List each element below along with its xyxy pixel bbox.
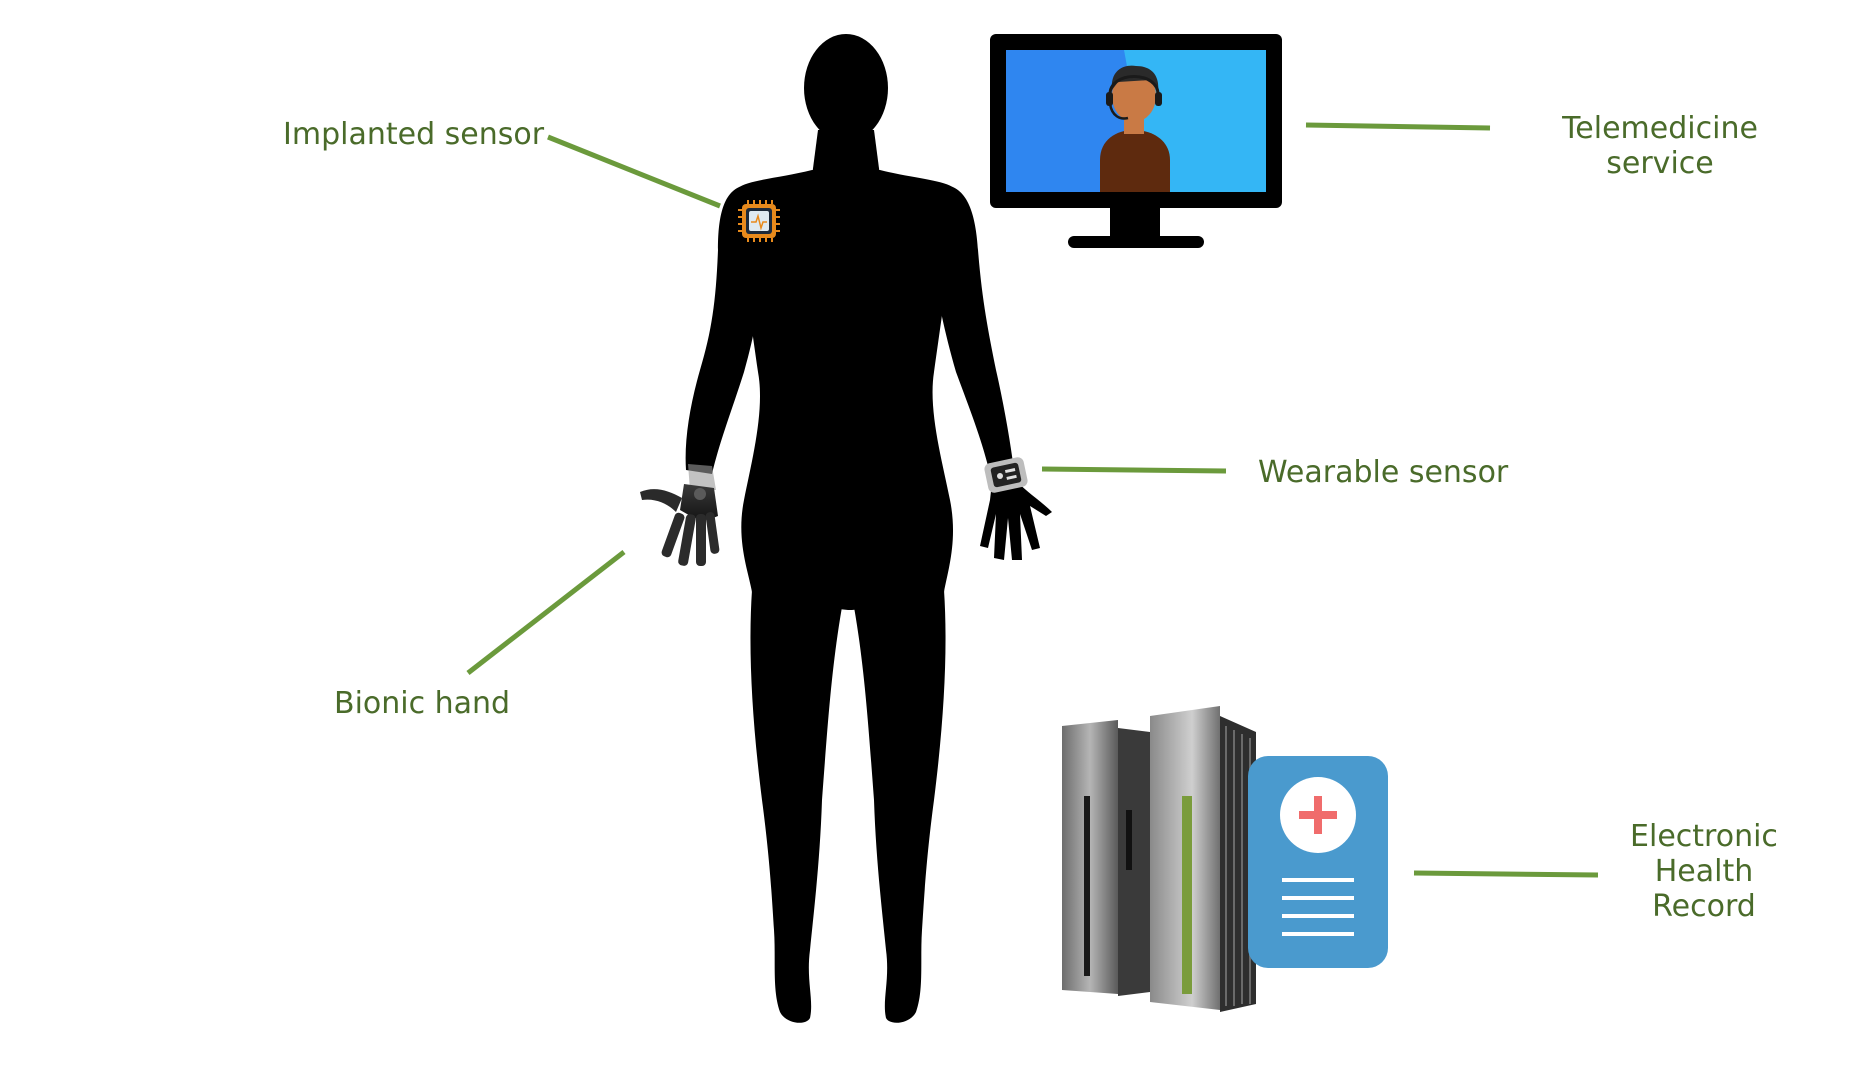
server-rack-icon: [1062, 706, 1256, 1012]
medical-record-icon: [1248, 756, 1388, 968]
smartwatch-icon: [984, 457, 1028, 493]
microchip-icon: [738, 200, 780, 242]
implanted-sensor-label: Implanted sensor: [283, 117, 545, 152]
robotic-hand-icon: [640, 464, 720, 566]
telemedicine-service-label: Telemedicine service: [1540, 111, 1780, 181]
ehr-leader-line: [1413, 870, 1599, 878]
telemedicine-leader-line: [1305, 122, 1491, 131]
ehr-line-1: Electronic: [1630, 819, 1778, 854]
ehr-line-3: Record: [1652, 889, 1756, 924]
bionic-hand-leader-line: [466, 550, 626, 675]
ehr-line-2: Health: [1654, 854, 1754, 889]
wearable-sensor-leader-line: [1041, 466, 1227, 474]
wearable-sensor-label: Wearable sensor: [1258, 455, 1509, 490]
telemedicine-line-1: Telemedicine: [1562, 111, 1758, 146]
electronic-health-record-label: Electronic Health Record: [1604, 819, 1804, 924]
human-silhouette-icon: [685, 34, 1052, 1023]
doctor-headset-icon: [1100, 65, 1170, 192]
implanted-sensor-leader-line: [547, 134, 721, 209]
bionic-hand-label: Bionic hand: [334, 686, 511, 721]
telemedicine-line-2: service: [1606, 146, 1714, 181]
